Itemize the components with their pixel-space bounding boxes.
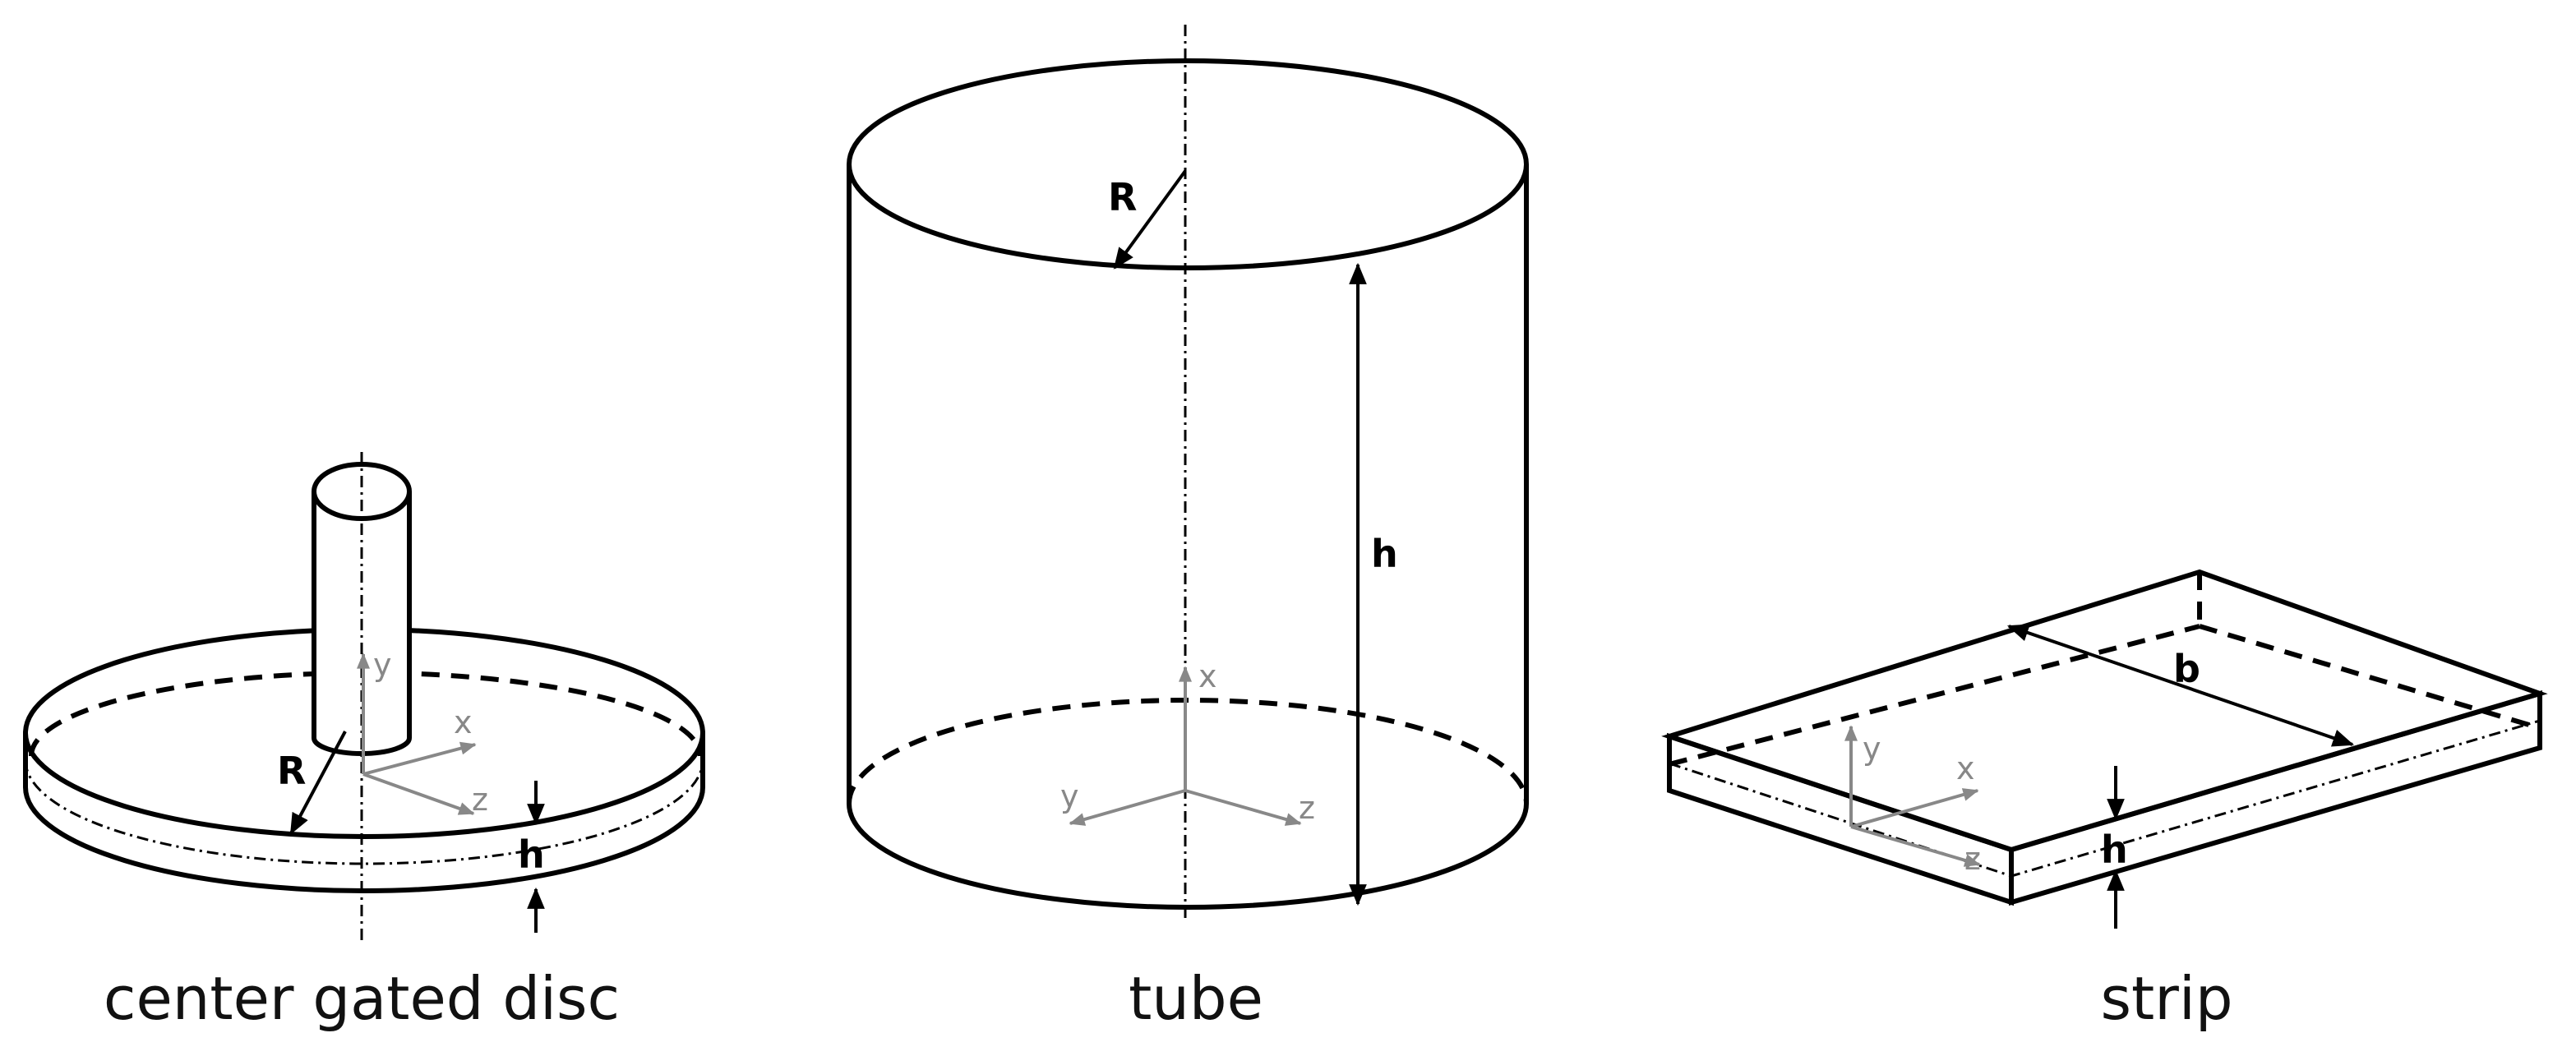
tube-axis-z bbox=[1184, 789, 1302, 826]
tube-axis-y bbox=[1069, 789, 1186, 826]
strip-figure: b h y x z strip bbox=[1661, 569, 2548, 1033]
strip-width-label: b bbox=[2173, 647, 2200, 691]
strip-thickness-label: h bbox=[2101, 828, 2128, 872]
strip-front-right-face bbox=[2009, 689, 2542, 906]
tube-top-face bbox=[847, 58, 1529, 270]
tube-radius-arrow bbox=[1113, 169, 1187, 270]
disc-axis-y-label: y bbox=[373, 647, 392, 683]
strip-axis-x-label: x bbox=[1956, 750, 1975, 786]
strip-axis-z-label: z bbox=[1964, 841, 1981, 877]
disc-axis-z-label: z bbox=[472, 782, 488, 818]
disc-axis-x-label: x bbox=[454, 704, 473, 740]
strip-axis-y-label: y bbox=[1863, 731, 1881, 767]
strip-midplane bbox=[1669, 719, 2541, 878]
disc-radius-label: R bbox=[277, 749, 306, 793]
tube-axis-y-label: y bbox=[1060, 778, 1079, 814]
tube-caption: tube bbox=[1129, 964, 1263, 1033]
disc-caption: center gated disc bbox=[104, 964, 620, 1033]
tube-figure: R h x y z tube bbox=[847, 25, 1529, 1033]
tube-bottom-hidden bbox=[847, 698, 1529, 805]
tube-axis-x-label: x bbox=[1198, 658, 1217, 694]
tube-bottom-visible bbox=[847, 803, 1529, 910]
tube-axis-z-label: z bbox=[1299, 790, 1315, 826]
tube-radius-label: R bbox=[1108, 175, 1137, 219]
strip-top-face bbox=[1661, 569, 2548, 853]
disc-radius-arrow bbox=[289, 731, 347, 835]
disc-axis-z bbox=[362, 772, 475, 815]
tube-length-label: h bbox=[1371, 532, 1398, 576]
disc-thickness-label: h bbox=[518, 832, 545, 877]
disc-figure: R h y x z center gated disc bbox=[23, 452, 705, 1033]
strip-axis-x bbox=[1850, 788, 1979, 828]
disc-bottom-rim bbox=[23, 786, 705, 893]
strip-caption: strip bbox=[2100, 964, 2232, 1033]
strip-axis-z bbox=[1850, 825, 1981, 867]
strip-hidden-back-left bbox=[1669, 624, 2200, 767]
strip-width-arrow bbox=[2006, 624, 2355, 747]
disc-axis-x bbox=[362, 741, 477, 776]
disc-midplane bbox=[24, 759, 704, 865]
